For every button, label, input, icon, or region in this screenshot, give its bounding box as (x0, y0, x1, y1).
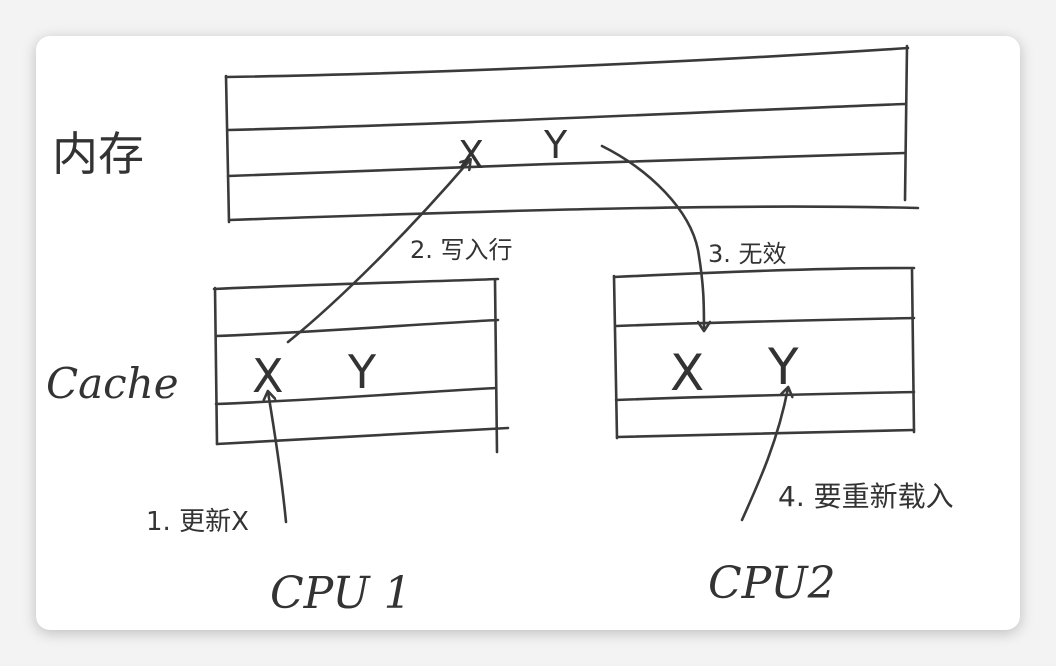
step-1-label: 1. 更新X (146, 507, 249, 537)
cache2-line-1 (612, 266, 916, 279)
memory-line-2 (226, 102, 907, 132)
memory-cell-x: X (458, 133, 484, 177)
arrow-update-x (268, 392, 288, 524)
cache1-cell-x: X (252, 349, 284, 403)
step-3-label: 3. 无效 (708, 240, 787, 268)
memory-line-1 (224, 46, 910, 79)
cache1-line-4 (215, 426, 510, 446)
cache1-line-2 (214, 318, 500, 338)
cache2-border-right (910, 268, 916, 434)
cpu1-label: CPU 1 (270, 568, 412, 619)
memory-border-left (224, 74, 231, 224)
cache1-line-3 (214, 386, 498, 406)
cpu2-label: CPU2 (708, 558, 836, 609)
memory-cell-y: Y (543, 123, 568, 167)
cache1-cell-y: Y (347, 345, 377, 399)
cache-block-cpu1 (212, 277, 510, 454)
step-4-label: 4. 要重新载入 (778, 480, 954, 513)
arrow-writeback-x (286, 160, 470, 344)
cache1-line-1 (212, 277, 500, 291)
cache-block-cpu2 (612, 266, 916, 440)
cache2-cell-x: X (670, 344, 704, 402)
cache1-border-right (493, 278, 499, 454)
memory-line-4 (227, 205, 920, 222)
memory-line-3 (226, 151, 907, 178)
cache1-border-left (213, 286, 219, 446)
cache2-line-4 (615, 428, 916, 439)
step-2-label: 2. 写入行 (410, 236, 513, 264)
cache2-line-3 (614, 390, 916, 402)
paper-card (36, 36, 1020, 630)
cache-label: Cache (46, 359, 179, 408)
cache2-cell-y: Y (767, 338, 799, 396)
arrow-reload (740, 388, 788, 522)
memory-label: 内存 (52, 127, 144, 181)
cache2-border-left (612, 274, 619, 440)
arrow-invalidate (600, 144, 704, 330)
memory-border-right (903, 44, 909, 202)
cache2-line-2 (614, 316, 916, 328)
memory-block (224, 44, 920, 224)
